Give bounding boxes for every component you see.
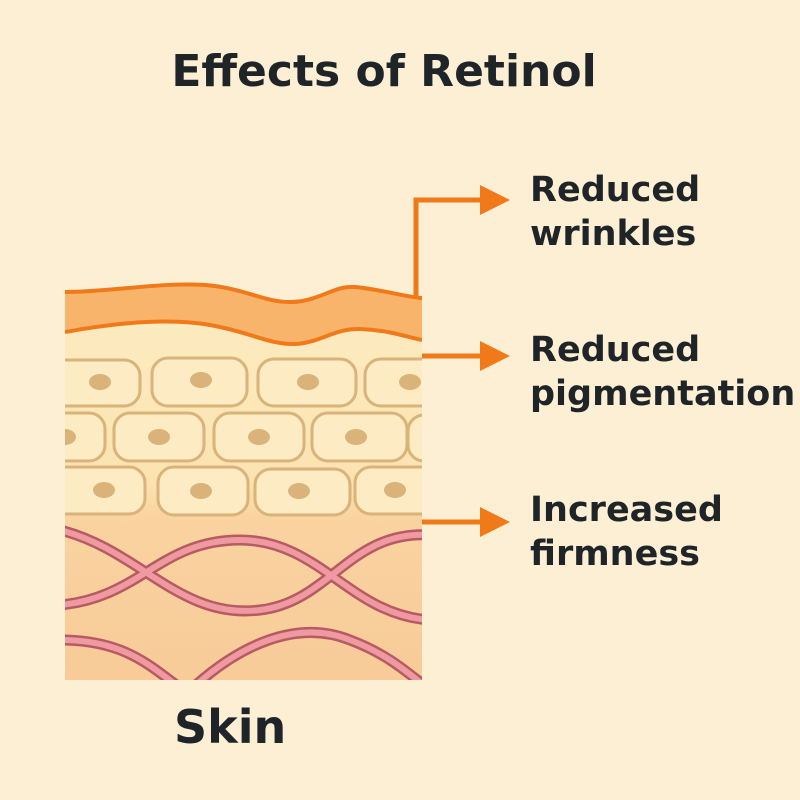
cell-nuclei <box>65 372 421 499</box>
effect-line2: firmness <box>530 534 700 574</box>
skin-label: Skin <box>174 700 287 754</box>
effect-line2: pigmentation <box>530 374 796 414</box>
effect-line1: Reduced <box>530 330 701 370</box>
stratum-corneum <box>65 284 422 345</box>
effect-line1: Increased <box>530 490 723 530</box>
effect-arrows <box>413 185 510 537</box>
effect-label-firmness: Increased firmness <box>530 488 723 576</box>
diagram-title: Effects of Retinol <box>171 46 597 97</box>
effect-line1: Reduced <box>530 170 701 210</box>
effect-label-wrinkles: Reduced wrinkles <box>530 168 700 256</box>
arrow-wrinkles <box>413 185 510 298</box>
effect-line2: wrinkles <box>530 214 697 254</box>
collagen-fibers <box>65 525 422 680</box>
effect-label-pigmentation: Reduced pigmentation <box>530 328 795 416</box>
